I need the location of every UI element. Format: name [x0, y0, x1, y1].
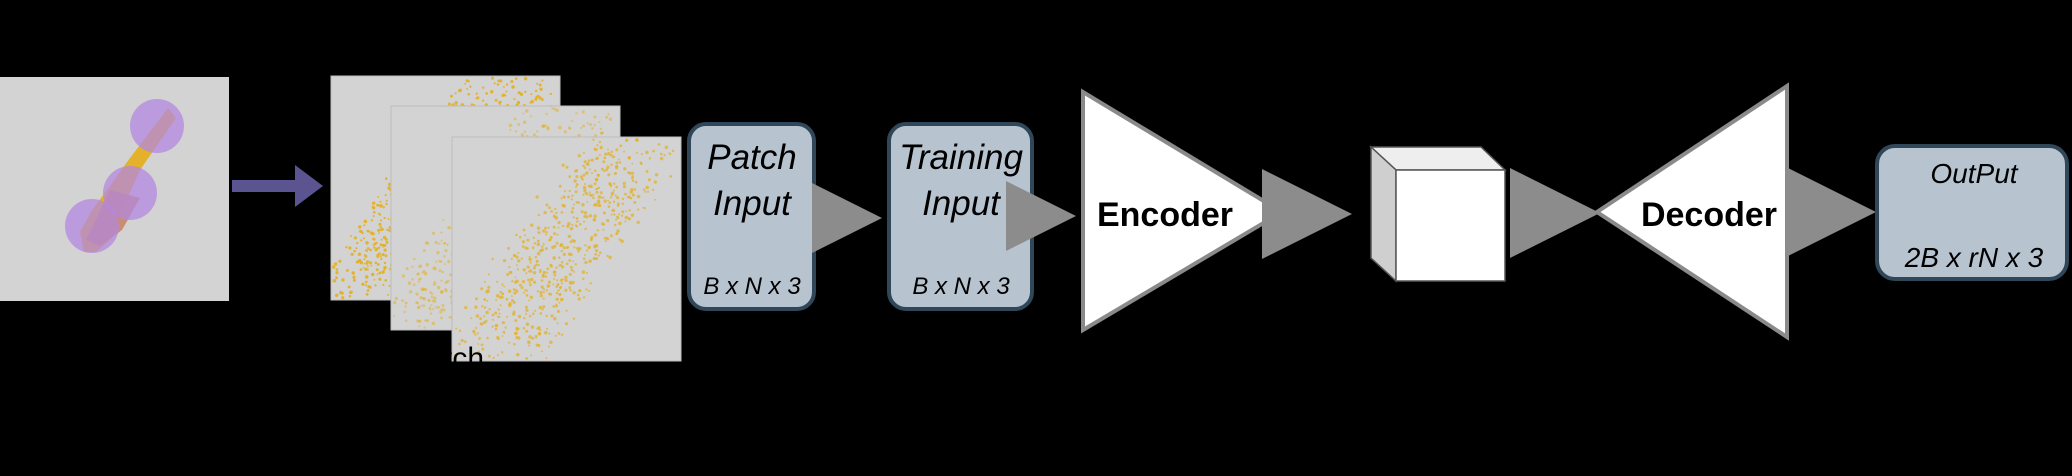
training-input-box: Training Input B x N x 3 — [887, 122, 1034, 311]
patch-caption-partial: tch — [444, 342, 484, 375]
seed-sphere — [130, 99, 184, 153]
output-title: OutPut — [1930, 158, 2018, 189]
output-box: OutPut 2B x rN x 3 — [1875, 144, 2069, 281]
seed-sphere — [65, 199, 119, 253]
patch-input-box: Patch Input B x N x 3 — [687, 122, 816, 311]
arrow-purple — [232, 165, 323, 207]
patch-input-title-line2: Input — [713, 184, 792, 223]
training-input-title-line2: Input — [922, 184, 1001, 223]
patch-stack: tch — [330, 75, 682, 375]
encoder-label: Encoder — [1097, 196, 1233, 234]
training-input-dims: B x N x 3 — [912, 273, 1010, 300]
decoder-label: Decoder — [1641, 196, 1777, 234]
patch-input-dims: B x N x 3 — [703, 273, 801, 300]
input-point-cloud-panel — [0, 77, 229, 301]
output-dims: 2B x rN x 3 — [1904, 242, 2044, 273]
training-input-title-line1: Training — [899, 138, 1023, 177]
patch-input-title-line1: Patch — [707, 138, 797, 177]
encoder-block: Encoder — [1081, 88, 1286, 334]
latent-feature-cube — [1369, 145, 1507, 283]
seed-sphere — [103, 166, 157, 220]
decoder-block: Decoder — [1593, 82, 1789, 341]
patch-points — [453, 138, 675, 360]
